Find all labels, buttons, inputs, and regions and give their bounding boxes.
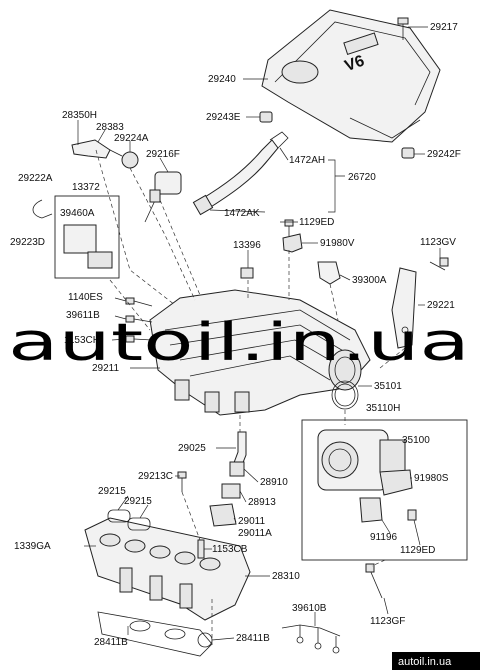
- label-1472AH: 1472AH: [289, 155, 325, 166]
- leader-lines: [77, 26, 441, 641]
- label-29242F: 29242F: [427, 149, 461, 160]
- label-1129ED-top: 1129ED: [299, 217, 334, 228]
- label-29240: 29240: [208, 74, 236, 85]
- label-35100: 35100: [402, 435, 430, 446]
- label-29211: 29211: [92, 363, 120, 374]
- label-35110H: 35110H: [366, 403, 400, 414]
- label-28910: 28910: [260, 477, 288, 488]
- label-1123GV: 1123GV: [420, 237, 456, 248]
- sensor-28350H: [71, 139, 139, 169]
- stud-1153CB: [197, 539, 205, 559]
- nut-13396: [240, 267, 254, 279]
- engine-cover: V6: [261, 9, 441, 143]
- label-29216F: 29216F: [146, 149, 180, 160]
- label-29224A: 29224A: [114, 133, 149, 144]
- label-39611B: 39611B: [66, 310, 100, 321]
- label-1472AK: 1472AK: [224, 208, 260, 219]
- label-28383: 28383: [96, 122, 124, 133]
- label-13396: 13396: [233, 240, 261, 251]
- label-39300A: 39300A: [352, 275, 387, 286]
- sensor-39300A: [317, 261, 341, 285]
- label-28411B-b: 28411B: [236, 633, 270, 644]
- bracket-29221: [391, 267, 417, 349]
- footer-url: autoil.in.ua: [398, 656, 452, 668]
- label-29243E: 29243E: [206, 112, 241, 123]
- label-91196: 91196: [370, 532, 398, 543]
- harness-39610B: [281, 624, 341, 654]
- label-29011: 29011: [238, 516, 266, 527]
- label-13372: 13372: [72, 182, 100, 193]
- intake-manifold: [149, 289, 371, 416]
- bolt-1123GF: [365, 563, 383, 599]
- label-1123GF: 1123GF: [370, 616, 405, 627]
- bracket-91980V: [282, 233, 303, 253]
- lower-manifold: [84, 517, 251, 621]
- label-1140ES: 1140ES: [68, 292, 103, 303]
- grommet-29243E: [259, 111, 273, 123]
- label-91980V: 91980V: [320, 238, 355, 249]
- label-28350H: 28350H: [62, 110, 97, 121]
- sensor-29216F: [144, 171, 182, 223]
- label-29025: 29025: [178, 443, 206, 454]
- label-29217: 29217: [430, 22, 458, 33]
- footer-badge: autoil.in.ua: [392, 652, 480, 670]
- bolt-1123GV: [429, 257, 449, 271]
- label-39610B: 39610B: [292, 603, 327, 614]
- bolt-29213C: [177, 471, 187, 492]
- callout-labels: 29217 29240 29243E 29242F 28350H 28383 2…: [10, 22, 461, 648]
- watermark: autoil.in.ua: [8, 313, 470, 373]
- label-35101: 35101: [374, 381, 402, 392]
- label-29223D: 29223D: [10, 237, 45, 248]
- svg-text:V6: V6: [343, 52, 367, 75]
- gasket-35101: [331, 380, 359, 410]
- gaskets-29215: [107, 509, 151, 531]
- solenoid-box: [32, 195, 120, 279]
- label-29215-b: 29215: [124, 496, 152, 507]
- bolt-1129ED-top: [284, 219, 294, 236]
- label-1339GA: 1339GA: [14, 541, 51, 552]
- label-28913: 28913: [248, 497, 276, 508]
- label-29222A: 29222A: [18, 173, 53, 184]
- label-28411B-a: 28411B: [94, 637, 128, 648]
- gasket-28411B: [97, 611, 213, 657]
- label-1153CB: 1153CB: [212, 544, 248, 555]
- label-28310: 28310: [272, 571, 300, 582]
- label-1153CH: 1153CH: [64, 335, 100, 346]
- label-29215-a: 29215: [98, 486, 126, 497]
- label-91980S: 91980S: [414, 473, 449, 484]
- label-29011A: 29011A: [238, 528, 272, 539]
- bolt-29217: [397, 17, 409, 40]
- label-29213C: 29213C: [138, 471, 173, 482]
- label-26720: 26720: [348, 172, 376, 183]
- label-39460A: 39460A: [60, 208, 95, 219]
- grommet-29242F: [401, 147, 415, 159]
- guide-lines: [95, 149, 406, 645]
- breather-hose: [192, 131, 289, 216]
- label-29221: 29221: [427, 300, 455, 311]
- pcv-hose: [209, 431, 247, 527]
- label-1129ED-bottom: 1129ED: [400, 545, 435, 556]
